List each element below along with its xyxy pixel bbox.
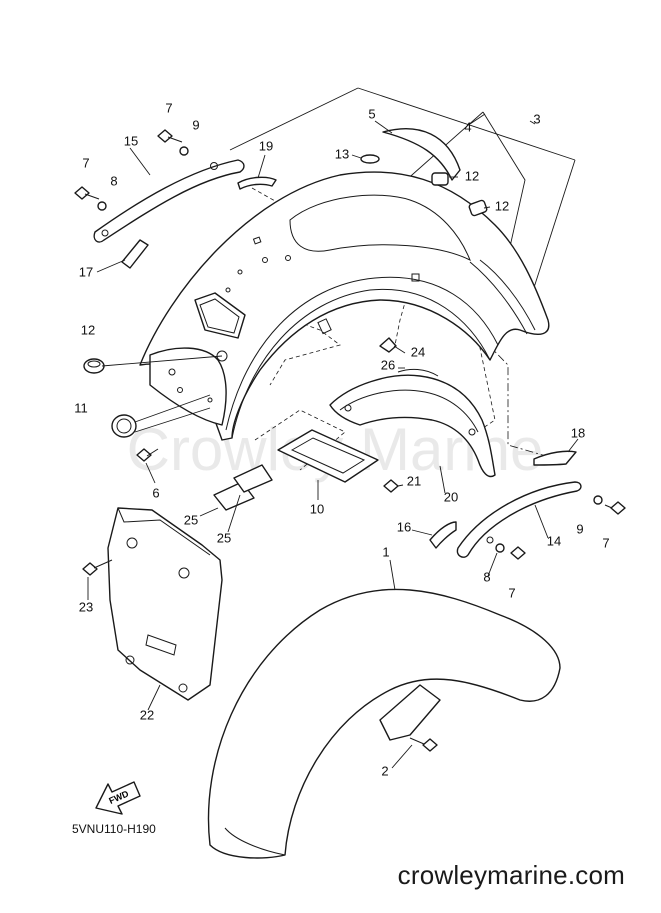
callout-labels: 1 2 3 4 5 6 7 7 7 7 8 8 9 9 10 11 12 12 …: [74, 100, 609, 778]
callout-8-a: 8: [110, 173, 117, 188]
callout-24: 24: [411, 344, 425, 359]
pad-19: [237, 176, 277, 190]
callout-7-b: 7: [82, 155, 89, 170]
callout-7-c: 7: [602, 535, 609, 550]
side-cover: [107, 507, 223, 701]
callout-26: 26: [381, 357, 395, 372]
callout-3: 3: [533, 111, 540, 126]
callout-8-b: 8: [483, 569, 490, 584]
callout-6: 6: [152, 485, 159, 500]
grommet: [111, 414, 137, 438]
callout-9-b: 9: [576, 521, 583, 536]
leader-lines: [87, 113, 579, 769]
inner-fender: [329, 374, 496, 478]
fender-rail-left: [93, 159, 245, 243]
callout-14: 14: [547, 533, 561, 548]
callout-25-a: 25: [184, 512, 198, 527]
pads-25: [213, 464, 273, 511]
callout-25-b: 25: [217, 530, 231, 545]
washer: [360, 154, 380, 164]
callout-7-d: 7: [508, 585, 515, 600]
bolts: [74, 129, 626, 752]
callout-16: 16: [397, 519, 411, 534]
callout-22: 22: [140, 707, 154, 722]
pad-16: [429, 521, 457, 549]
callout-5: 5: [368, 106, 375, 121]
fender-rail-right: [456, 481, 582, 558]
callout-18: 18: [571, 425, 585, 440]
callout-2: 2: [381, 763, 388, 778]
callout-17: 17: [79, 264, 93, 279]
callout-9-a: 9: [192, 117, 199, 132]
callout-4: 4: [464, 119, 471, 134]
callout-11: 11: [74, 400, 88, 415]
callout-15: 15: [124, 133, 138, 148]
callout-19: 19: [259, 138, 273, 153]
license-light-lens: [277, 429, 379, 483]
site-url[interactable]: crowleymarine.com: [397, 860, 625, 890]
callout-7-a: 7: [165, 100, 172, 115]
callout-12-b: 12: [465, 168, 479, 183]
callout-23: 23: [79, 599, 93, 614]
callout-1: 1: [382, 544, 389, 559]
drawing-code: 5VNU110-H190: [72, 822, 156, 836]
pad-18: [533, 450, 577, 466]
callout-20: 20: [444, 489, 458, 504]
callout-13: 13: [335, 146, 349, 161]
fender-cover: [382, 128, 461, 181]
callout-10: 10: [310, 501, 324, 516]
fwd-arrow-icon: FWD: [95, 781, 141, 815]
callout-12-c: 12: [495, 198, 509, 213]
callout-12-a: 12: [81, 322, 95, 337]
front-fender: [207, 588, 561, 859]
rear-fender-upper: [139, 171, 550, 441]
pad-17: [121, 239, 149, 269]
clip-26: [397, 368, 439, 377]
callout-21: 21: [407, 473, 421, 488]
